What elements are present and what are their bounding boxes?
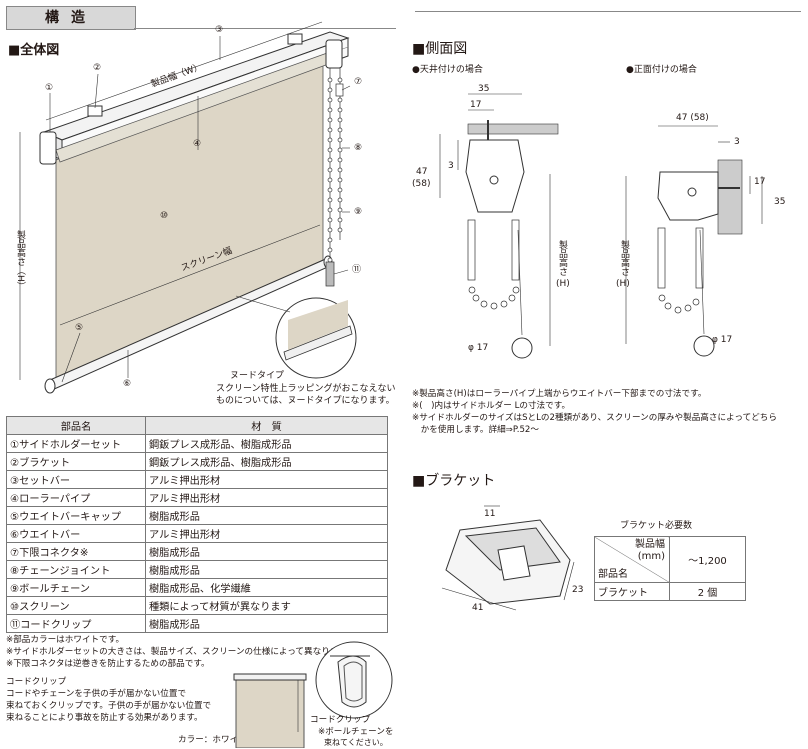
table-row: ⑪コードクリップ樹脂成形品 — [6, 614, 388, 633]
bracket-section-label: ■ブラケット — [412, 473, 496, 489]
front-mount-label: ●正面付けの場合 — [626, 65, 697, 75]
height-label: 製品高さ — [557, 240, 567, 276]
side-view-note: かを使用します。詳細⇒P.52～ — [412, 425, 539, 435]
cord-clip-diagram — [233, 641, 393, 748]
divider — [415, 11, 801, 12]
callout-7: ⑦ — [354, 77, 363, 87]
callout-3: ③ — [215, 25, 224, 35]
table-row: ③セットバーアルミ押出形材 — [6, 470, 388, 489]
callout-11: ⑪ — [352, 265, 362, 275]
dim-label: 35 — [478, 84, 490, 94]
table-cell: ～1,200 — [669, 536, 746, 583]
nude-type-desc: ものについては、ヌードタイプになります。 — [216, 396, 395, 406]
cord-clip-title: コードクリップ — [6, 677, 67, 687]
table-header: 材 質 — [145, 416, 388, 435]
side-view-section-label: ■側面図 — [412, 41, 468, 57]
dim-label: φ 17 — [712, 335, 733, 345]
parts-note: ※サイドホルダーセットの大きさは、製品サイズ、スクリーンの仕様によって異なります… — [6, 647, 355, 657]
parts-note: ※部品カラーはホワイトです。 — [6, 635, 125, 645]
callout-10: ⑩ — [160, 211, 169, 221]
dim-label: 17 — [470, 100, 482, 110]
overall-section-label: ■全体図 — [8, 43, 60, 58]
table-row: ブラケット 2 個 — [594, 582, 746, 601]
cord-clip-note: ※ボールチェーンを — [318, 727, 394, 737]
table-header: 部品名 — [598, 569, 628, 580]
dim-label: 17 — [754, 177, 766, 187]
callout-5: ⑤ — [75, 323, 84, 333]
nude-type-desc: スクリーン特性上ラッピングがおこなえない — [216, 384, 396, 394]
cord-clip-desc: 束ねておくクリップです。子供の手が届かない位置で — [6, 701, 212, 711]
table-row: ④ローラーパイプアルミ押出形材 — [6, 488, 388, 507]
height-symbol: (H) — [616, 279, 630, 289]
callout-8: ⑧ — [354, 143, 363, 153]
cord-clip-color: カラー：ホワイト — [178, 735, 247, 745]
side-view-note: ※製品高さ(H)はローラーパイプ上端からウエイトバー下部までの寸法です。 — [412, 389, 707, 399]
parts-table: 部品名材 質 ①サイドホルダーセット鋼鈑プレス成形品、樹脂成形品 ②ブラケット鋼… — [6, 416, 388, 633]
dim-label: φ 17 — [468, 343, 489, 353]
dim-label: 3 — [734, 137, 740, 147]
bracket-table: 製品幅 (mm) 部品名 ～1,200 ブラケット 2 個 — [594, 536, 746, 601]
height-label: 製品高さ — [619, 240, 629, 276]
table-header: 部品名 — [6, 416, 146, 435]
side-holder — [39, 131, 57, 165]
cord-clip-label: コードクリップ — [310, 715, 371, 725]
overall-diagram — [19, 21, 357, 394]
table-row: ⑨ボールチェーン樹脂成形品、化学繊維 — [6, 578, 388, 597]
callout-6: ⑥ — [123, 379, 132, 389]
table-row: ②ブラケット鋼鈑プレス成形品、樹脂成形品 — [6, 452, 388, 471]
table-row: ⑩スクリーン種類によって材質が異なります — [6, 596, 388, 615]
cord-clip-desc: 束ねることにより事故を防止する効果があります。 — [6, 713, 203, 723]
table-header: (mm) — [637, 551, 665, 562]
dim-label: 3 — [448, 161, 454, 171]
dim-label: 35 — [774, 197, 786, 207]
bracket-right — [287, 33, 303, 45]
callout-1: ① — [45, 83, 54, 93]
dim-label: 47 — [416, 167, 428, 177]
callout-9: ⑨ — [354, 207, 363, 217]
dim-label: 23 — [572, 585, 584, 595]
page-title: 構造 — [6, 6, 136, 30]
dim-label: (58) — [412, 179, 431, 189]
table-row: ⑦下限コネクタ※樹脂成形品 — [6, 542, 388, 561]
nude-type-title: ヌードタイプ — [230, 371, 285, 381]
dim-label: 41 — [472, 603, 484, 613]
height-symbol: (H) — [556, 279, 570, 289]
bracket-required-title: ブラケット必要数 — [620, 521, 693, 531]
table-row: ⑧チェーンジョイント樹脂成形品 — [6, 560, 388, 579]
table-row: ⑥ウエイトバーアルミ押出形材 — [6, 524, 388, 543]
parts-note: ※下限コネクタは逆巻きを防止するための部品です。 — [6, 659, 210, 669]
callout-4: ④ — [193, 139, 202, 149]
side-view-note: ※サイドホルダーのサイズはSとLの2種類があり、スクリーンの厚みや製品高さによっ… — [412, 413, 777, 423]
product-height-label: 製品高さ（H） — [15, 230, 25, 291]
table-header: 製品幅 — [635, 539, 665, 550]
weight-bar-cap — [44, 378, 56, 394]
table-row: ①サイドホルダーセット鋼鈑プレス成形品、樹脂成形品 — [6, 434, 388, 453]
dim-label: 11 — [484, 509, 496, 519]
ceiling-mount-label: ●天井付けの場合 — [412, 65, 483, 75]
divider — [134, 28, 396, 29]
callout-2: ② — [93, 63, 102, 73]
cord-clip-note: 束ねてください。 — [324, 738, 388, 747]
side-view-note: ※( )内はサイドホルダー Lの寸法です。 — [412, 401, 571, 411]
cord-clip-desc: コードやチェーンを子供の手が届かない位置で — [6, 689, 187, 699]
table-row: ⑤ウエイトバーキャップ樹脂成形品 — [6, 506, 388, 525]
dim-label: 47 (58) — [676, 113, 709, 123]
bracket-diagram — [441, 505, 575, 611]
side-view-diagram — [439, 93, 763, 359]
ball-chain — [325, 68, 344, 287]
